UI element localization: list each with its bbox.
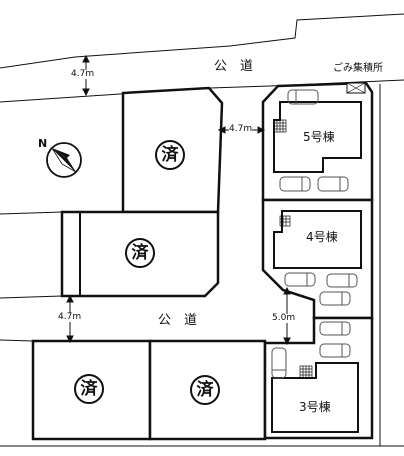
- stair-hatch-4: [279, 215, 291, 227]
- dimension-right-middle: 5.0m: [272, 313, 296, 323]
- road-boundary-top: [0, 13, 404, 69]
- dimension-top-right: 4.7m: [229, 124, 253, 134]
- north-arrow-icon: [46, 142, 82, 178]
- compass-north-label: N: [38, 137, 48, 150]
- building-3-label: 3号棟: [299, 400, 331, 414]
- sold-mark-middle-left: 済: [125, 238, 155, 268]
- stair-hatch-5: [273, 119, 287, 133]
- parked-cars: [271, 89, 358, 379]
- road-label-middle: 公 道: [158, 313, 198, 328]
- dimension-top-left: 4.7m: [71, 69, 95, 79]
- building-4-outline: [273, 210, 362, 269]
- building-5-label: 5号棟: [303, 130, 335, 144]
- sold-mark-bottom-left: 済: [74, 374, 104, 404]
- sold-mark-bottom-center: 済: [190, 375, 220, 405]
- left-boundary-upper: [0, 211, 63, 215]
- sold-mark-top-center: 済: [155, 140, 185, 170]
- building-4-label: 4号棟: [306, 230, 338, 244]
- building-3-outline: [271, 362, 359, 433]
- dimension-left-middle: 4.7m: [58, 312, 82, 322]
- road-label-top: 公 道: [214, 59, 254, 74]
- left-boundary-lower: [0, 295, 63, 299]
- stair-hatch-3: [299, 365, 313, 379]
- garbage-area-label: ごみ集積所: [333, 63, 383, 74]
